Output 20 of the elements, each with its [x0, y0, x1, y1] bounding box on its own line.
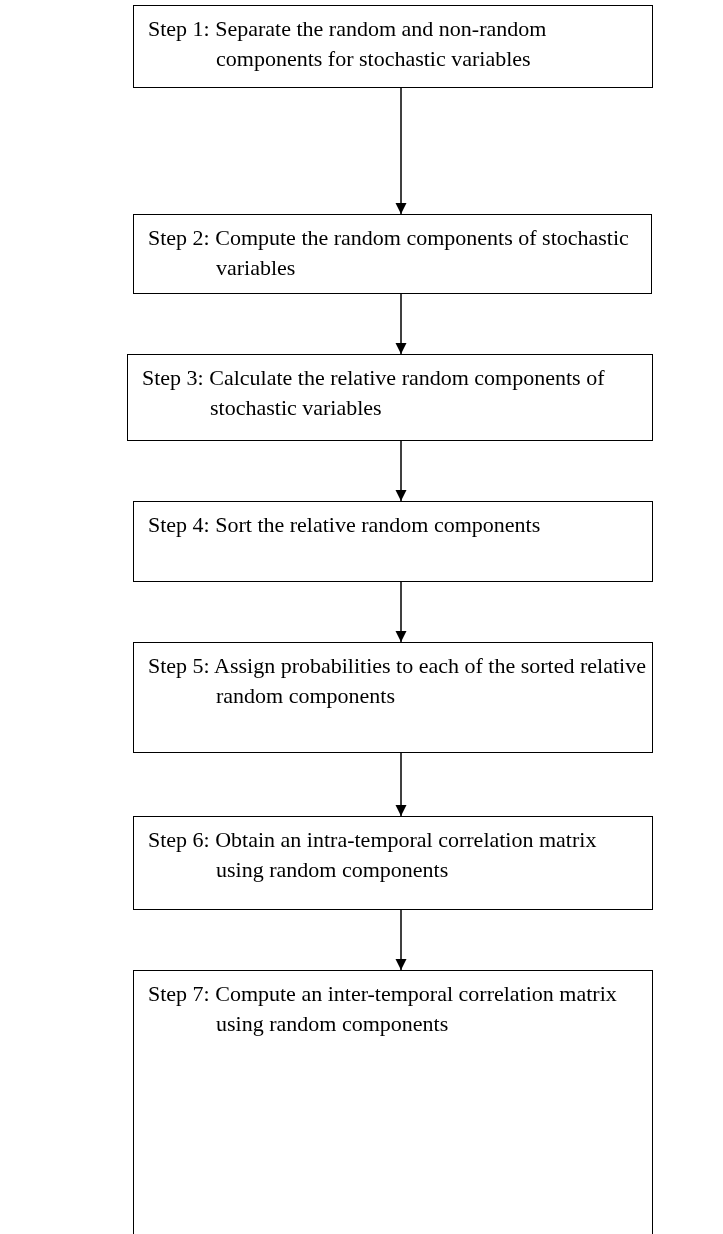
step-text: Step 3: Calculate the relative random components of stochastic variables: [141, 364, 606, 422]
step-text: Step 2: Compute the random components of stochastic variables: [147, 224, 630, 282]
step-text: Step 7: Compute an inter-temporal correlation matrix using random components: [147, 980, 618, 1038]
arrow: [395, 909, 407, 971]
process-box: [133, 816, 653, 910]
process-box: [133, 970, 653, 1234]
step-text: Step 4: Sort the relative random components: [147, 511, 542, 539]
process-box: [127, 354, 653, 441]
arrow: [395, 752, 407, 817]
process-box: [133, 214, 652, 294]
step-text: Step 1: Separate the random and non-random components for stochastic variables: [147, 15, 548, 73]
process-box: [133, 642, 653, 753]
process-box: [133, 5, 653, 88]
process-box: [133, 501, 653, 582]
arrow: [395, 440, 407, 502]
arrow: [395, 581, 407, 643]
step-text: Step 5: Assign probabilities to each of the sorted relative random components: [147, 652, 647, 710]
arrow: [395, 87, 407, 215]
step-text: Step 6: Obtain an intra-temporal correlation matrix using random components: [147, 826, 598, 884]
arrow: [395, 293, 407, 355]
